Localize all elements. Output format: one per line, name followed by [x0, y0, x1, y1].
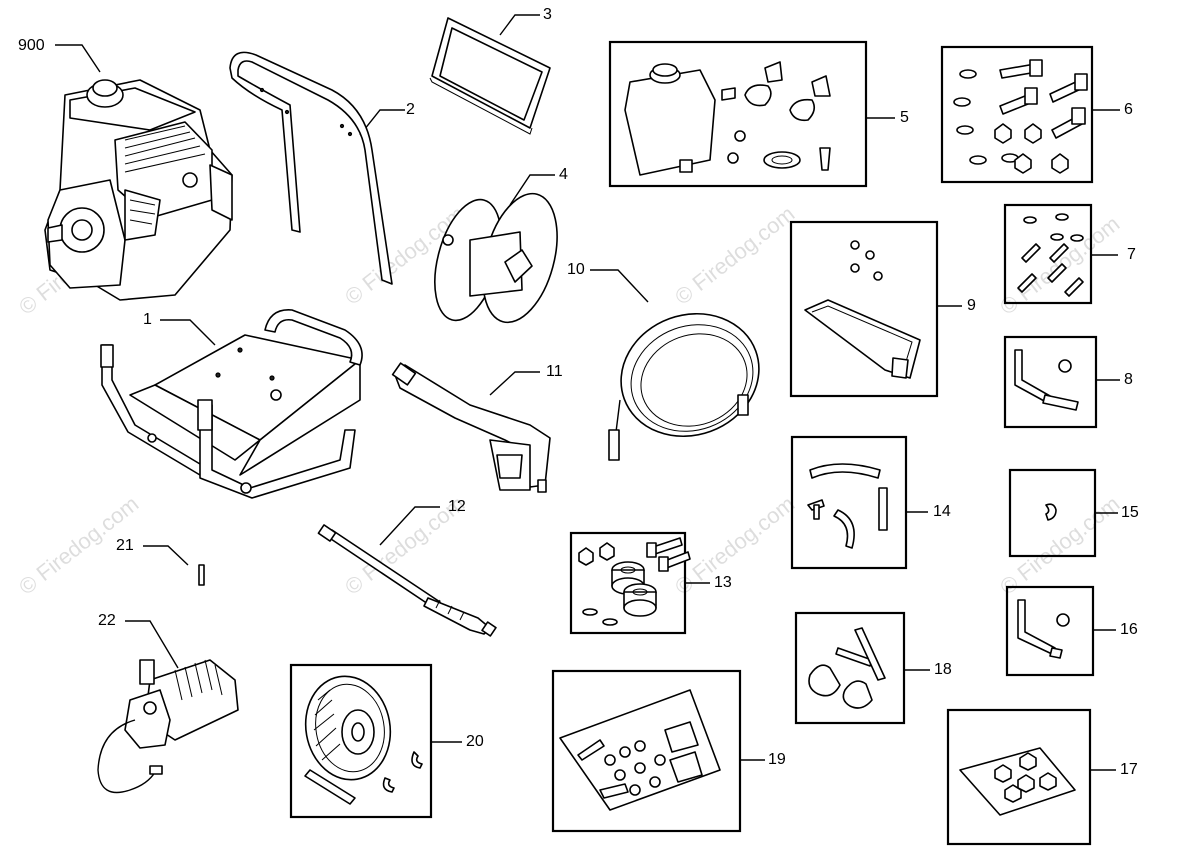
- callout-18: 18: [934, 661, 952, 678]
- callout-10: 10: [567, 261, 585, 278]
- part-14-box: [790, 435, 928, 570]
- callout-4: 4: [559, 166, 568, 183]
- callout-1: 1: [143, 311, 152, 328]
- callout-12: 12: [448, 498, 466, 515]
- part-20-box: [289, 663, 462, 819]
- callout-16: 16: [1120, 621, 1138, 638]
- callout-19: 19: [768, 751, 786, 768]
- part-22-pump: [97, 620, 239, 794]
- callout-3: 3: [543, 6, 552, 23]
- part-10-hose: [590, 269, 760, 461]
- part-8-box: [1003, 335, 1120, 429]
- part-21-pin: [143, 545, 205, 586]
- part-9-box: [789, 220, 962, 398]
- callout-2: 2: [406, 101, 415, 118]
- part-19-box: [551, 669, 765, 833]
- callout-20: 20: [466, 733, 484, 750]
- callout-9: 9: [967, 297, 976, 314]
- part-17-box: [946, 708, 1116, 846]
- part-6-box: [940, 45, 1120, 184]
- part-1-frame: [100, 309, 363, 499]
- part-16-box: [1005, 585, 1116, 677]
- part-900-engine: [44, 44, 233, 301]
- part-15-box: [1008, 468, 1118, 558]
- part-2-handle: [229, 51, 405, 285]
- callout-15: 15: [1121, 504, 1139, 521]
- callout-13: 13: [714, 574, 732, 591]
- callout-22: 22: [98, 612, 116, 629]
- callout-6: 6: [1124, 101, 1133, 118]
- callout-7: 7: [1127, 246, 1136, 263]
- part-18-box: [794, 611, 930, 725]
- part-5-box: [608, 40, 895, 188]
- callout-900: 900: [18, 37, 45, 54]
- part-13-box: [569, 531, 710, 635]
- part-7-box: [1003, 203, 1118, 305]
- callout-17: 17: [1120, 761, 1138, 778]
- callout-8: 8: [1124, 371, 1133, 388]
- callout-11: 11: [546, 363, 563, 380]
- callout-14: 14: [933, 503, 951, 520]
- part-3-panel: [429, 14, 551, 135]
- part-12-wand: [317, 506, 497, 637]
- part-4-hose-reel: [434, 174, 558, 324]
- callout-21: 21: [116, 537, 134, 554]
- part-11-spray-gun: [391, 362, 551, 493]
- callout-5: 5: [900, 109, 909, 126]
